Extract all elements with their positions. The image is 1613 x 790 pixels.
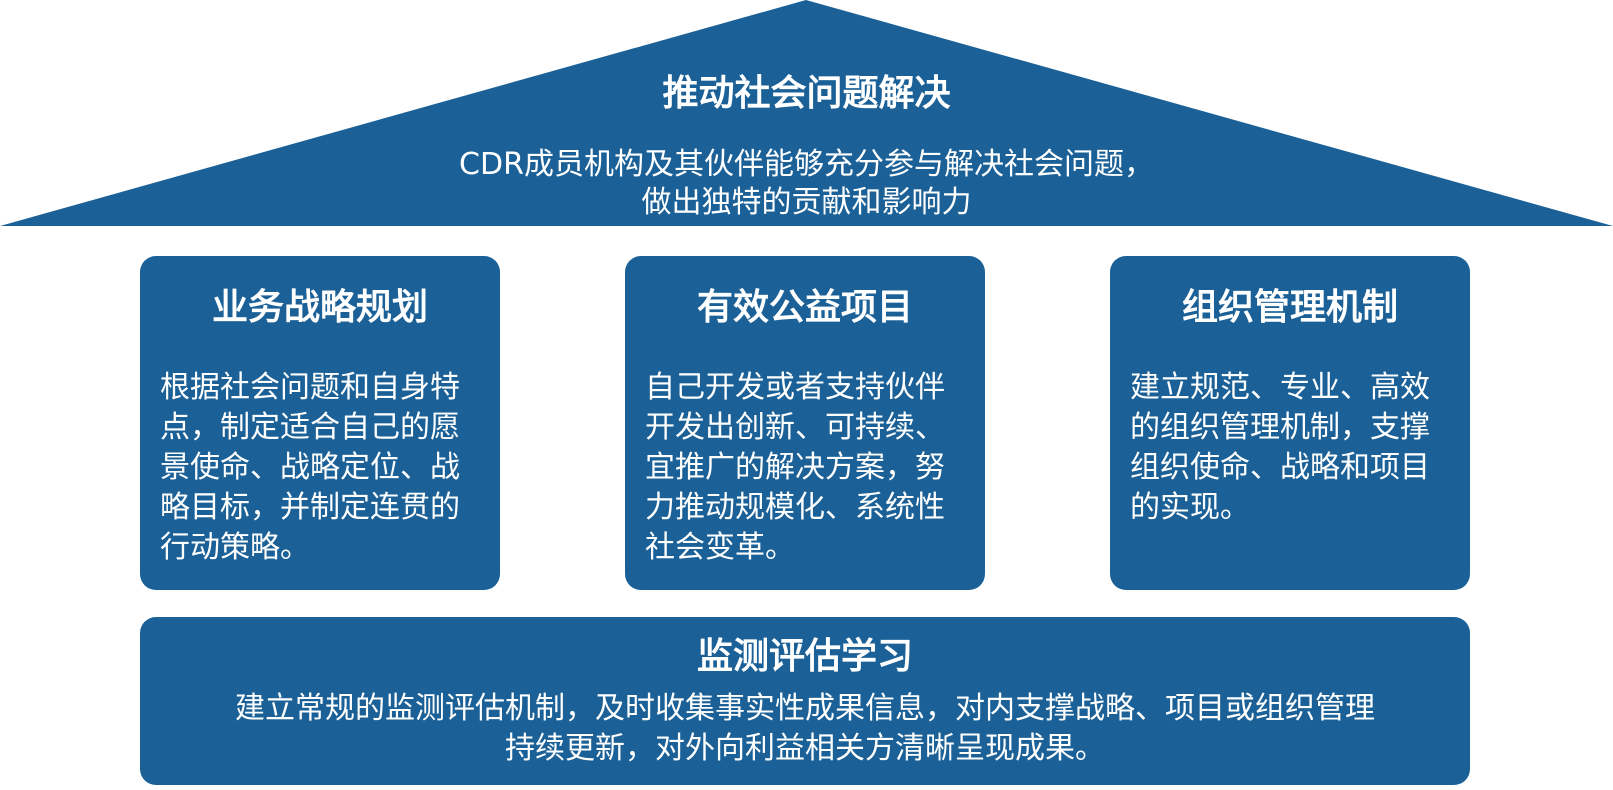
roof-description-line-2: 做出独特的贡献和影响力 [641,185,972,220]
pillar-organization: 组织管理机制 建立规范、专业、高效的组织管理机制，支撑组织使命、战略和项目的实现… [1110,256,1470,590]
pillar-projects-text: 自己开发或者支持伙伴开发出创新、可持续、宜推广的解决方案，努力推动规模化、系统性… [645,370,945,565]
roof-description-line-1: CDR成员机构及其伙伴能够充分参与解决社会问题， [459,147,1154,182]
foundation-text-line-2: 持续更新，对外向利益相关方清晰呈现成果。 [505,731,1105,766]
pillar-projects: 有效公益项目 自己开发或者支持伙伴开发出创新、可持续、宜推广的解决方案，努力推动… [625,256,985,590]
foundation-text-line-1: 建立常规的监测评估机制，及时收集事实性成果信息，对内支撑战略、项目或组织管理 [235,691,1375,726]
roof-title: 推动社会问题解决 [662,73,951,114]
foundation-text: 建立常规的监测评估机制，及时收集事实性成果信息，对内支撑战略、项目或组织管理 持… [140,689,1470,769]
foundation-title: 监测评估学习 [696,636,913,677]
pillar-projects-title: 有效公益项目 [696,287,913,328]
roof-shape [0,0,1613,226]
roof-description: CDR成员机构及其伙伴能够充分参与解决社会问题， 做出独特的贡献和影响力 [0,146,1613,222]
pillar-organization-title: 组织管理机制 [1181,287,1398,328]
foundation-mel: 监测评估学习 建立常规的监测评估机制，及时收集事实性成果信息，对内支撑战略、项目… [140,617,1470,785]
pillar-strategy-text: 根据社会问题和自身特点，制定适合自己的愿景使命、战略定位、战略目标，并制定连贯的… [160,370,460,565]
pillar-organization-text: 建立规范、专业、高效的组织管理机制，支撑组织使命、战略和项目的实现。 [1130,370,1430,525]
pillar-strategy-title: 业务战略规划 [211,287,428,328]
roof-triangle [0,0,1613,226]
pillar-strategy: 业务战略规划 根据社会问题和自身特点，制定适合自己的愿景使命、战略定位、战略目标… [140,256,500,590]
